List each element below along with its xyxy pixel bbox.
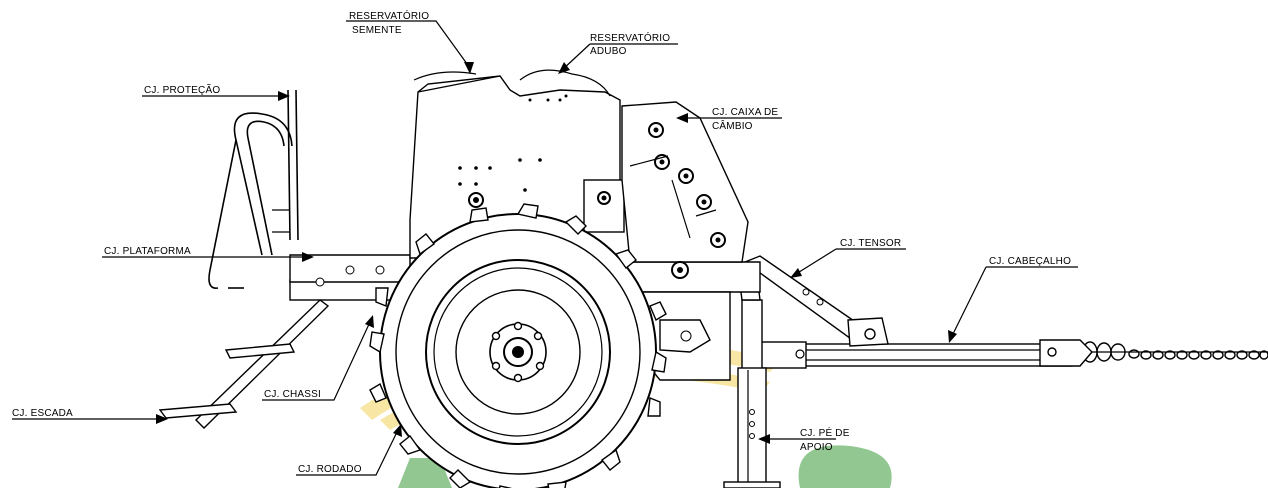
label-reservatorio-semente: RESERVATÓRIO — [349, 9, 429, 22]
label-reservatorio-adubo: RESERVATÓRIO — [590, 31, 670, 44]
tensor-bar — [743, 255, 889, 347]
label-cabecalho: CJ. CABEÇALHO — [989, 256, 1071, 267]
seed-hopper — [409, 69, 625, 259]
drawbar — [759, 339, 1093, 369]
label-escada: CJ. ESCADA — [12, 408, 73, 419]
label-plataforma: CJ. PLATAFORMA — [104, 246, 191, 257]
label-protecao: CJ. PROTEÇÃO — [144, 83, 220, 96]
protection-rail — [208, 89, 299, 289]
label-chassi: CJ. CHASSI — [264, 389, 321, 400]
label-caixa-cambio: CJ. CAIXA DE — [712, 107, 778, 118]
label-caixa-cambio-2: CÂMBIO — [712, 119, 753, 132]
label-pe-apoio-2: APOIO — [800, 442, 833, 453]
ladder — [158, 299, 330, 429]
tow-chain — [1080, 341, 1268, 363]
label-reservatorio-semente-2: SEMENTE — [352, 25, 402, 36]
wheel — [369, 203, 667, 488]
label-reservatorio-adubo-2: ADUBO — [590, 46, 627, 57]
gearbox-panel — [621, 101, 749, 279]
label-rodado: CJ. RODADO — [298, 464, 362, 475]
label-pe-apoio: CJ. PÉ DE — [800, 426, 850, 439]
labels: RESERVATÓRIO SEMENTE RESERVATÓRIO ADUBO … — [12, 9, 1071, 475]
label-tensor: CJ. TENSOR — [840, 238, 901, 249]
leader-lines — [12, 20, 1078, 476]
